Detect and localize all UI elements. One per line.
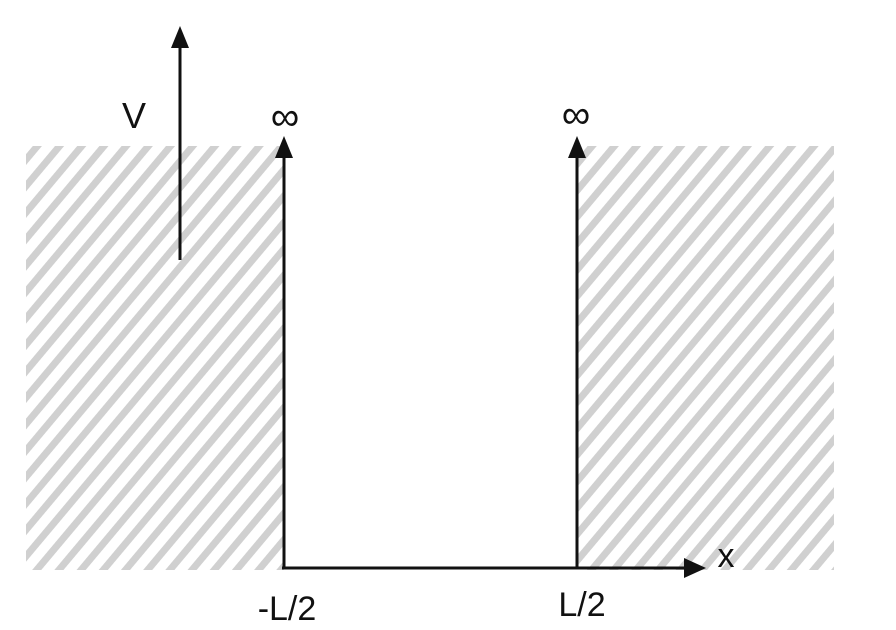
left-wall-arrow	[275, 136, 293, 568]
v-axis-label: V	[122, 95, 146, 136]
right-barrier-region	[578, 146, 834, 570]
v-axis-arrow	[171, 26, 189, 260]
x-axis-label: x	[718, 537, 735, 575]
right-wall-infinity-label: ∞	[562, 93, 591, 137]
left-wall-infinity-label: ∞	[271, 95, 300, 139]
left-barrier-region	[26, 146, 284, 570]
right-wall-position-label: L/2	[558, 586, 605, 624]
right-wall-arrow	[568, 136, 586, 568]
left-wall-position-label: -L/2	[258, 590, 317, 628]
x-axis-arrow	[282, 558, 706, 578]
